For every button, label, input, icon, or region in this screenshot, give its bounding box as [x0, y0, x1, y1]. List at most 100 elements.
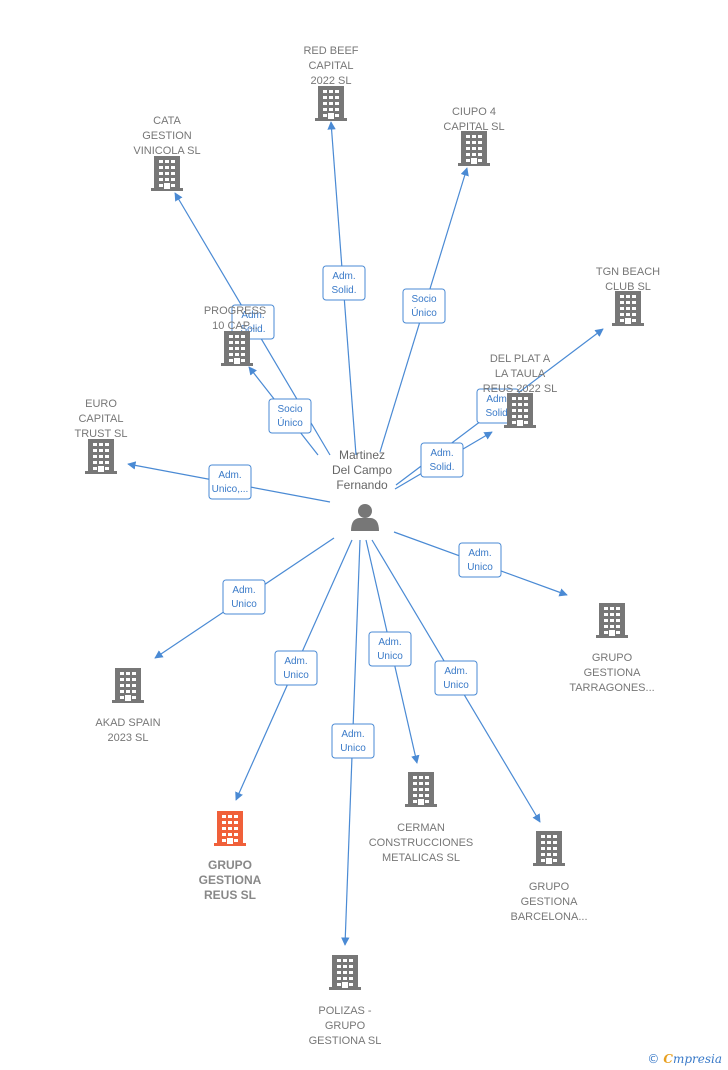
company-name-line: POLIZAS -: [318, 1005, 372, 1017]
empresia-logo[interactable]: ©Cmpresia: [647, 1052, 722, 1066]
relation-label-box: [222, 579, 266, 615]
relation-label-reus[interactable]: Adm.Unico: [274, 650, 318, 686]
company-name-line: GESTIONA: [584, 667, 642, 679]
company-name-line: VINICOLA SL: [133, 145, 200, 157]
relation-label-text: Socio: [277, 404, 302, 415]
relation-label-box: [231, 304, 275, 340]
relation-label-cata[interactable]: Adm. Solid.: [231, 304, 275, 340]
company-name-line: LA TAULA: [495, 368, 546, 380]
relation-label-box: [208, 464, 252, 500]
company-name-line: GESTIONA: [199, 873, 262, 887]
company-name-line: CAPITAL SL: [443, 121, 504, 133]
company-name-line: CLUB SL: [605, 281, 651, 293]
building-icon: [329, 955, 361, 990]
edge-akad: Adm.Unico: [154, 537, 335, 659]
company-name-line: GESTIONA: [521, 896, 579, 908]
relation-label-box: [268, 398, 312, 434]
company-name-line: GRUPO: [325, 1020, 366, 1032]
company-node-cata[interactable]: CATA GESTION VINICOLA SL: [133, 115, 201, 191]
building-icon: [458, 131, 490, 166]
company-name-line: CERMAN: [397, 822, 445, 834]
building-icon: [612, 291, 644, 326]
relation-label-box: [368, 631, 412, 667]
edge-red-beef: Adm. Solid.: [322, 121, 366, 456]
relation-label-text: Adm.: [468, 548, 491, 559]
company-name-line: CONSTRUCCIONES: [369, 837, 474, 849]
company-node-tarragones[interactable]: GRUPOGESTIONATARRAGONES...: [569, 603, 655, 694]
company-node-ciupo[interactable]: CIUPO 4 CAPITAL SL: [443, 106, 505, 166]
company-name-line: GESTION: [142, 130, 192, 142]
company-name-line: GRUPO: [592, 652, 633, 664]
relation-label-polizas[interactable]: Adm.Unico: [331, 723, 375, 759]
company-node-del-plat[interactable]: DEL PLAT A LA TAULA REUS 2022 SL: [483, 353, 558, 428]
relation-label-text: Único: [411, 306, 437, 319]
edge-del-plat: Adm. Solid.: [394, 431, 493, 490]
company-name-line: 10 CAP...: [212, 320, 258, 332]
company-name-line: BARCELONA...: [510, 911, 587, 923]
company-name-line: CIUPO 4: [452, 106, 496, 118]
company-name-line: RED BEEF: [303, 45, 358, 57]
relation-label-del-plat[interactable]: Adm. Solid.: [420, 442, 464, 478]
building-icon: [315, 86, 347, 121]
company-name-line: DEL PLAT A: [490, 353, 551, 365]
relation-label-text: Solid.: [331, 285, 356, 296]
relation-label-text: Adm.: [430, 448, 453, 459]
building-icon: [151, 156, 183, 191]
relation-label-red-beef[interactable]: Adm. Solid.: [322, 265, 366, 301]
company-name-line: CATA: [153, 115, 181, 127]
relation-label-text: Adm.: [241, 310, 264, 321]
building-icon: [504, 393, 536, 428]
company-node-tgn[interactable]: TGN BEACH CLUB SL: [596, 266, 660, 326]
relation-label-cerman[interactable]: Adm.Unico: [368, 631, 412, 667]
building-icon: [214, 811, 246, 846]
company-node-akad[interactable]: AKAD SPAIN 2023 SL: [95, 668, 161, 744]
company-name-line: 2023 SL: [108, 732, 149, 744]
company-name-line: TGN BEACH: [596, 266, 660, 278]
relation-label-text: Adm.: [332, 271, 355, 282]
company-name-line: GRUPO: [208, 858, 252, 872]
relation-label-text: Unico: [443, 680, 469, 691]
relation-label-euro[interactable]: Adm.Unico,...: [208, 464, 252, 500]
edge-cerman: Adm.Unico: [365, 539, 420, 764]
relation-label-text: Unico,...: [212, 484, 249, 495]
relation-label-text: Adm.: [232, 585, 255, 596]
relation-label-akad[interactable]: Adm.Unico: [222, 579, 266, 615]
person-name-line: Fernando: [336, 478, 388, 492]
relation-label-box: [274, 650, 318, 686]
company-name-line: REUS SL: [204, 888, 256, 902]
relation-label-box: [402, 288, 446, 324]
building-icon: [85, 439, 117, 474]
company-node-barcelona[interactable]: GRUPOGESTIONABARCELONA...: [510, 831, 588, 923]
relation-label-text: Socio: [411, 294, 436, 305]
relation-label-text: Solid.: [429, 462, 454, 473]
relation-label-barcelona[interactable]: Adm.Unico: [434, 660, 478, 696]
company-name-line: REUS 2022 SL: [483, 383, 558, 395]
relation-label-text: Unico: [467, 562, 493, 573]
relation-label-box: [458, 542, 502, 578]
person-name-line: Del Campo: [332, 463, 392, 477]
company-name-line: PROGRESS: [204, 305, 266, 317]
relation-label-tarragones[interactable]: Adm. Unico: [458, 542, 502, 578]
company-node-progress[interactable]: PROGRESS 10 CAP...: [204, 305, 266, 366]
logo-letter: C: [663, 1052, 673, 1066]
relation-label-box: [420, 442, 464, 478]
building-icon: [112, 668, 144, 703]
edges-layer: Adm.Solid.Adm.Solid.SocioÚnicoSocioÚnico…: [127, 121, 604, 946]
relation-label-text: Solid.: [240, 324, 265, 335]
relation-label-text: Adm.: [341, 729, 364, 740]
building-icon: [533, 831, 565, 866]
company-name-line: AKAD SPAIN: [95, 717, 160, 729]
copyright-icon: ©: [647, 1052, 660, 1066]
relation-label-text: Adm.: [486, 394, 509, 405]
company-name-line: 2022 SL: [311, 75, 352, 87]
